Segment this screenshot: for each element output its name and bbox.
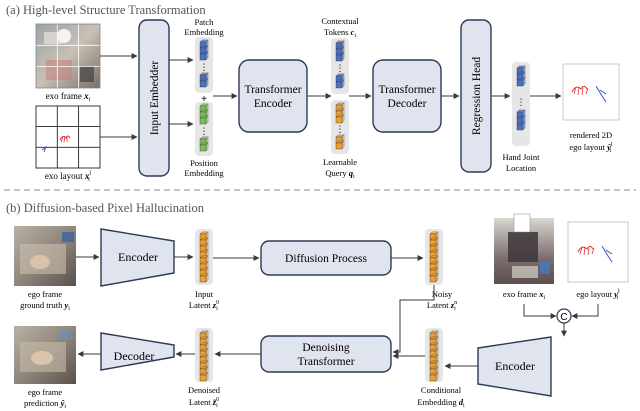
- rendered-ego-layout-image: [562, 63, 620, 121]
- transformer-decoder-block: [372, 59, 442, 133]
- token-cube: [199, 275, 207, 283]
- ellipsis-dots: ⋮: [200, 127, 209, 137]
- input-embedder-block: [138, 19, 170, 177]
- ellipsis-dots: ⋮: [200, 63, 209, 73]
- conditional-embedding-tokens: [429, 330, 439, 382]
- hand-joint-label-1: Hand Joint: [502, 152, 540, 162]
- token-cube: [335, 142, 343, 150]
- encoder-top-label: Encoder: [118, 250, 158, 264]
- token-cube: [199, 53, 207, 61]
- decoder-block: [100, 332, 175, 371]
- token-cube: [199, 117, 207, 125]
- denoised-latent-tokens: [199, 330, 209, 382]
- transformer-encoder-label-2: Encoder: [254, 98, 292, 110]
- transformer-decoder-label-2: Decoder: [388, 98, 427, 110]
- input-embedder-label: Input Embedder: [149, 61, 161, 136]
- encoder-bottom-block: [477, 336, 552, 397]
- concat-symbol: C: [560, 312, 567, 323]
- encoder-top-block: [100, 228, 175, 287]
- learnable-query-panel: [331, 100, 349, 154]
- ego-layout-b-image: [567, 221, 629, 283]
- input-latent-tokens: [199, 231, 209, 283]
- token-cube: [199, 374, 207, 382]
- plus-sign: +: [201, 94, 207, 105]
- token-cube: [429, 374, 437, 382]
- section-a-title: (a) High-level Structure Transformation: [6, 3, 206, 17]
- contextual-tokens-label-1: Contextual: [321, 16, 359, 26]
- ego-gt-label-1: ego frame: [28, 289, 62, 299]
- contextual-tokens-label-2: Tokens ci: [324, 27, 356, 39]
- patch-embedding-label-1: Patch: [195, 17, 215, 27]
- position-embedding-label-1: Position: [190, 158, 219, 168]
- denoising-label-1: Denoising: [302, 342, 350, 354]
- position-embedding-panel: [195, 102, 213, 156]
- position-embedding-label-2: Embedding: [184, 168, 224, 178]
- encoder-bottom-label: Encoder: [495, 359, 535, 373]
- patch-embedding-tokens: ⋮: [199, 39, 209, 88]
- ego-ground-truth-image: [14, 226, 76, 286]
- position-embedding-tokens: ⋮: [199, 103, 209, 152]
- contextual-tokens: ⋮: [335, 40, 345, 89]
- exo-frame-caption: exo frame xi: [46, 91, 91, 103]
- learnable-query-label-2: Query qi: [325, 168, 355, 180]
- patch-embedding-panel: [195, 37, 213, 93]
- denoising-label-2: Transformer: [297, 356, 354, 368]
- contextual-tokens-panel: [331, 38, 349, 94]
- exo-frame-b-image: [494, 213, 554, 284]
- ellipsis-dots: ⋮: [336, 125, 345, 135]
- ego-pred-label-1: ego frame: [28, 387, 62, 397]
- token-cube: [335, 54, 343, 62]
- token-cube: [516, 79, 524, 87]
- conditional-label-2: Embedding di: [417, 397, 465, 409]
- diffusion-process-label: Diffusion Process: [285, 253, 367, 265]
- ego-pred-label-2: prediction ŷi: [24, 398, 66, 410]
- hand-joint-label-2: Location: [506, 163, 537, 173]
- exo-layout-image: [35, 105, 101, 169]
- noisy-latent-tokens: [429, 231, 439, 283]
- token-cube: [429, 275, 437, 283]
- noisy-latent-label-1: Noisy: [432, 289, 453, 299]
- hand-joint-panel: [512, 62, 530, 146]
- token-cube: [335, 81, 343, 89]
- regression-head-label: Regression Head: [471, 57, 483, 135]
- learnable-query-tokens: ⋮: [335, 102, 345, 150]
- patch-embedding-label-2: Embedding: [184, 27, 224, 37]
- transformer-encoder-block: [238, 59, 308, 133]
- input-latent-label-1: Input: [195, 289, 214, 299]
- ellipsis-dots: ⋮: [517, 98, 526, 108]
- transformer-decoder-label-1: Transformer: [378, 84, 435, 96]
- decoder-label: Decoder: [114, 349, 155, 363]
- exo-frame-image: [35, 23, 101, 89]
- exo-frame-b-caption: exo frame xi: [503, 289, 546, 301]
- ego-gt-label-2: ground truth yi: [20, 300, 70, 312]
- token-cube: [516, 123, 524, 131]
- hand-joint-tokens: ⋮: [516, 65, 526, 131]
- conditional-label-1: Conditional: [421, 385, 462, 395]
- denoised-label-1: Denoised: [188, 385, 221, 395]
- token-cube: [335, 116, 343, 124]
- ellipsis-dots: ⋮: [336, 64, 345, 74]
- token-cube: [199, 80, 207, 88]
- learnable-query-label-1: Learnable: [323, 157, 357, 167]
- token-cube: [199, 144, 207, 152]
- transformer-encoder-label-1: Transformer: [244, 84, 301, 96]
- section-b-title: (b) Diffusion-based Pixel Hallucination: [6, 201, 205, 215]
- rendered-label-1: rendered 2D: [570, 130, 612, 140]
- ego-prediction-image: [14, 326, 76, 384]
